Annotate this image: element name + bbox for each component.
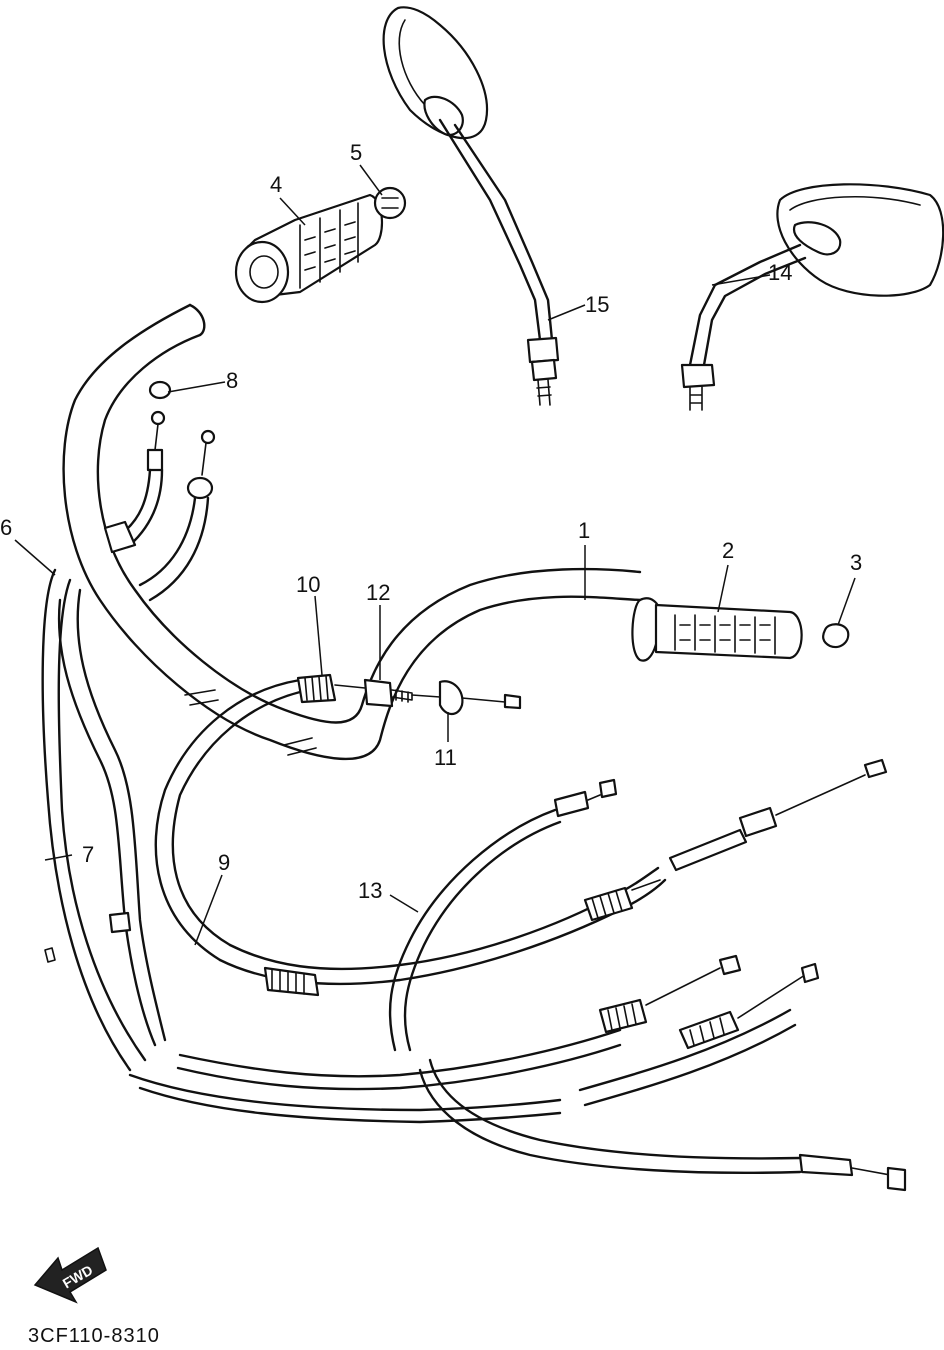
callout-6: 6 <box>0 515 12 540</box>
cable-bundle-lower <box>176 758 907 1192</box>
grip-right <box>631 597 850 662</box>
throttle-cable-assembly <box>154 673 522 962</box>
callout-8: 8 <box>226 368 238 393</box>
callout-4: 4 <box>270 172 282 197</box>
callout-9: 9 <box>218 850 230 875</box>
callout-5: 5 <box>350 140 362 165</box>
callout-1: 1 <box>578 518 590 543</box>
leader-lines <box>14 164 856 946</box>
mirror-right <box>680 183 944 411</box>
mirror-left <box>382 6 560 406</box>
callout-13: 13 <box>358 878 382 903</box>
callout-7: 7 <box>82 842 94 867</box>
callout-12: 12 <box>366 580 390 605</box>
handlebar <box>62 303 642 761</box>
callout-11: 11 <box>434 745 457 770</box>
forward-direction-arrow: FWD <box>33 1246 107 1304</box>
callout-10: 10 <box>296 572 320 597</box>
grip-left <box>234 186 407 304</box>
callout-labels: 1 2 3 4 5 6 7 8 9 10 11 12 13 14 15 <box>0 140 862 903</box>
callout-14: 14 <box>768 260 792 285</box>
callout-2: 2 <box>722 538 734 563</box>
diagram-code: 3CF110-8310 <box>28 1325 160 1347</box>
clutch-cable-end <box>103 380 216 602</box>
long-cables-left <box>41 568 562 1124</box>
callout-15: 15 <box>585 292 609 317</box>
callout-3: 3 <box>850 550 862 575</box>
cable-13 <box>388 778 618 1052</box>
